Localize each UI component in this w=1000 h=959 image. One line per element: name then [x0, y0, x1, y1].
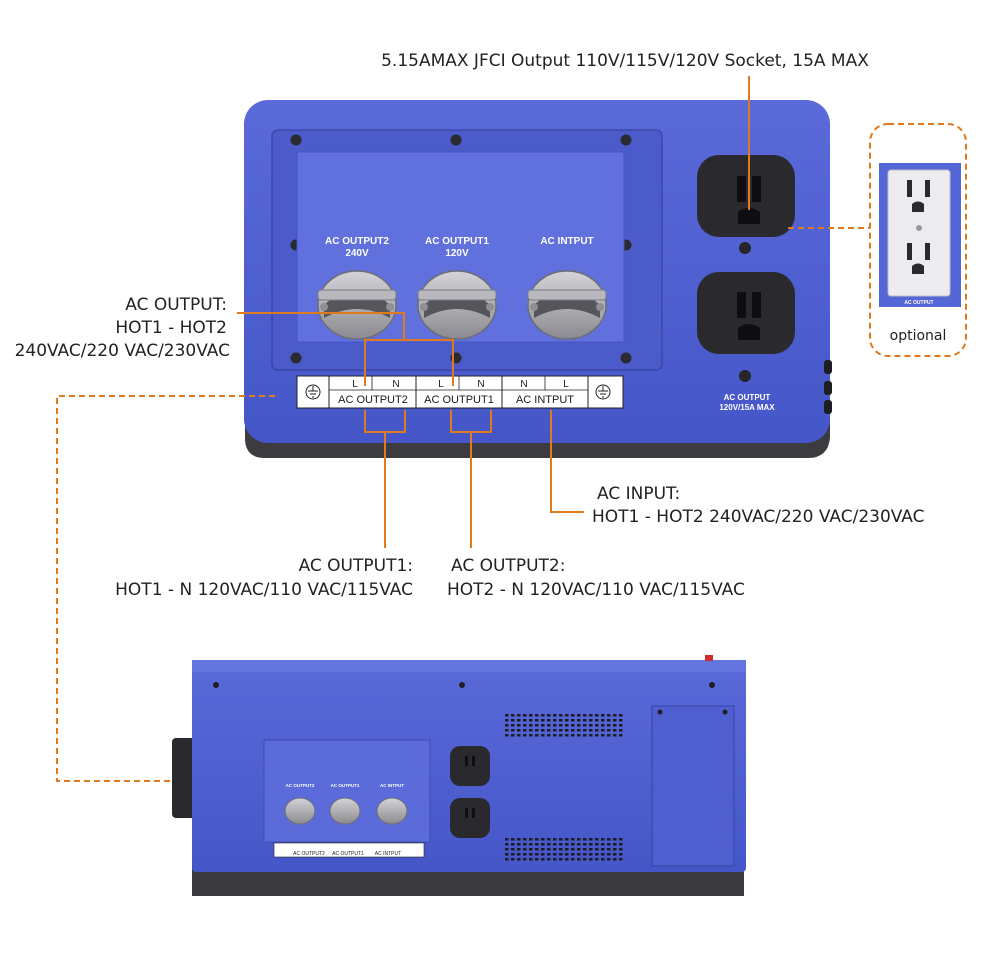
port-label-ac-input: AC INTPUT: [540, 236, 593, 247]
bottom-unit-full: AC OUTPUT2 AC OUTPUT1 AC INTPUT AC OUTPU…: [172, 655, 746, 896]
outlet-bottom: [697, 272, 795, 354]
ground-icon: [305, 384, 321, 400]
ac-output1-callout-title: AC OUTPUT1:: [299, 556, 413, 576]
cable-gland-ac-output2: [317, 270, 397, 340]
cable-gland-ac-input: [527, 270, 607, 340]
bottom-unit-base: [192, 868, 744, 896]
side-cover-plate: [651, 705, 735, 867]
ac-output1-callout-line1: HOT1 - N 120VAC/110 VAC/115VAC: [115, 580, 413, 600]
screw-icon: [290, 352, 302, 364]
screw-icon: [620, 134, 632, 146]
mini-strip-group-ac-input: AC INTPUT: [375, 851, 401, 857]
mini-port-label-ac-output1: AC OUTPUT1: [331, 783, 360, 788]
mini-outlet-top: [450, 746, 490, 786]
outlet-icon: [907, 180, 930, 274]
ac-output-callout-line2: 240VAC/220 VAC/230VAC: [15, 341, 230, 361]
gfci-callout-text: 5.15AMAX JFCI Output 110V/115V/120V Sock…: [381, 51, 869, 71]
ac-output-callout-line1: HOT1 - HOT2: [115, 318, 227, 338]
optional-outlet-label: AC OUTPUT: [904, 300, 933, 306]
top-unit-closeup: AC OUTPUT2 240V AC OUTPUT1 120V AC INTPU…: [244, 100, 832, 458]
cable-gland-ac-output1: [417, 270, 497, 340]
mini-strip-group-ac-output1: AC OUTPUT1: [332, 851, 364, 857]
mini-cable-gland: [376, 797, 408, 825]
strip-terminal-n: N: [477, 379, 484, 390]
terminal-strip: L N L N N L AC OUTPUT2 AC OUTPUT1 AC INT…: [296, 375, 624, 409]
strip-group-ac-output1: AC OUTPUT1: [424, 394, 494, 406]
ac-output2-callout-title: AC OUTPUT2:: [451, 556, 565, 576]
strip-terminal-l: L: [563, 379, 569, 390]
ac-output-callout-title: AC OUTPUT:: [125, 295, 227, 315]
mini-strip-group-ac-output2: AC OUTPUT2: [293, 851, 325, 857]
mini-port-label-ac-input: AC INTPUT: [380, 783, 404, 788]
outlet-label-ac-output: AC OUTPUT: [724, 393, 771, 402]
port-label-ac-output1-voltage: 120V: [445, 248, 469, 259]
mini-cable-gland: [284, 797, 316, 825]
port-label-ac-output2: AC OUTPUT2: [325, 236, 389, 247]
callout-lines: [237, 76, 750, 548]
screw-icon: [290, 134, 302, 146]
ac-input-callout-title: AC INPUT:: [597, 484, 680, 504]
mini-terminal-strip: [273, 842, 425, 858]
strip-terminal-l: L: [352, 379, 358, 390]
outlet-label-rating: 120V/15A MAX: [719, 403, 775, 412]
strip-terminal-n: N: [392, 379, 399, 390]
screw-icon: [620, 352, 632, 364]
ac-input-callout-line1: HOT1 - HOT2 240VAC/220 VAC/230VAC: [592, 507, 925, 527]
ac-output2-callout-line1: HOT2 - N 120VAC/110 VAC/115VAC: [447, 580, 745, 600]
side-handle: [172, 738, 196, 818]
mini-cable-gland: [329, 797, 361, 825]
callout-dashed-lines: [56, 227, 869, 782]
vent-grille-bottom: [505, 838, 623, 861]
mini-terminal-panel: [263, 739, 431, 843]
ground-icon: [595, 384, 611, 400]
port-label-ac-output1: AC OUTPUT1: [425, 236, 489, 247]
strip-group-ac-output2: AC OUTPUT2: [338, 394, 408, 406]
mini-port-label-ac-output2: AC OUTPUT2: [286, 783, 315, 788]
optional-outlet-callout: AC OUTPUT optional: [869, 123, 967, 357]
strip-terminal-n: N: [520, 379, 527, 390]
port-label-ac-output2-voltage: 240V: [345, 248, 369, 259]
strip-group-ac-input: AC INTPUT: [516, 394, 574, 406]
mini-outlet-bottom: [450, 798, 490, 838]
optional-caption: optional: [890, 328, 947, 344]
strip-terminal-l: L: [438, 379, 444, 390]
screw-icon: [450, 134, 462, 146]
vent-grille-top: [505, 714, 623, 737]
gfci-outlet-top: [697, 155, 795, 237]
